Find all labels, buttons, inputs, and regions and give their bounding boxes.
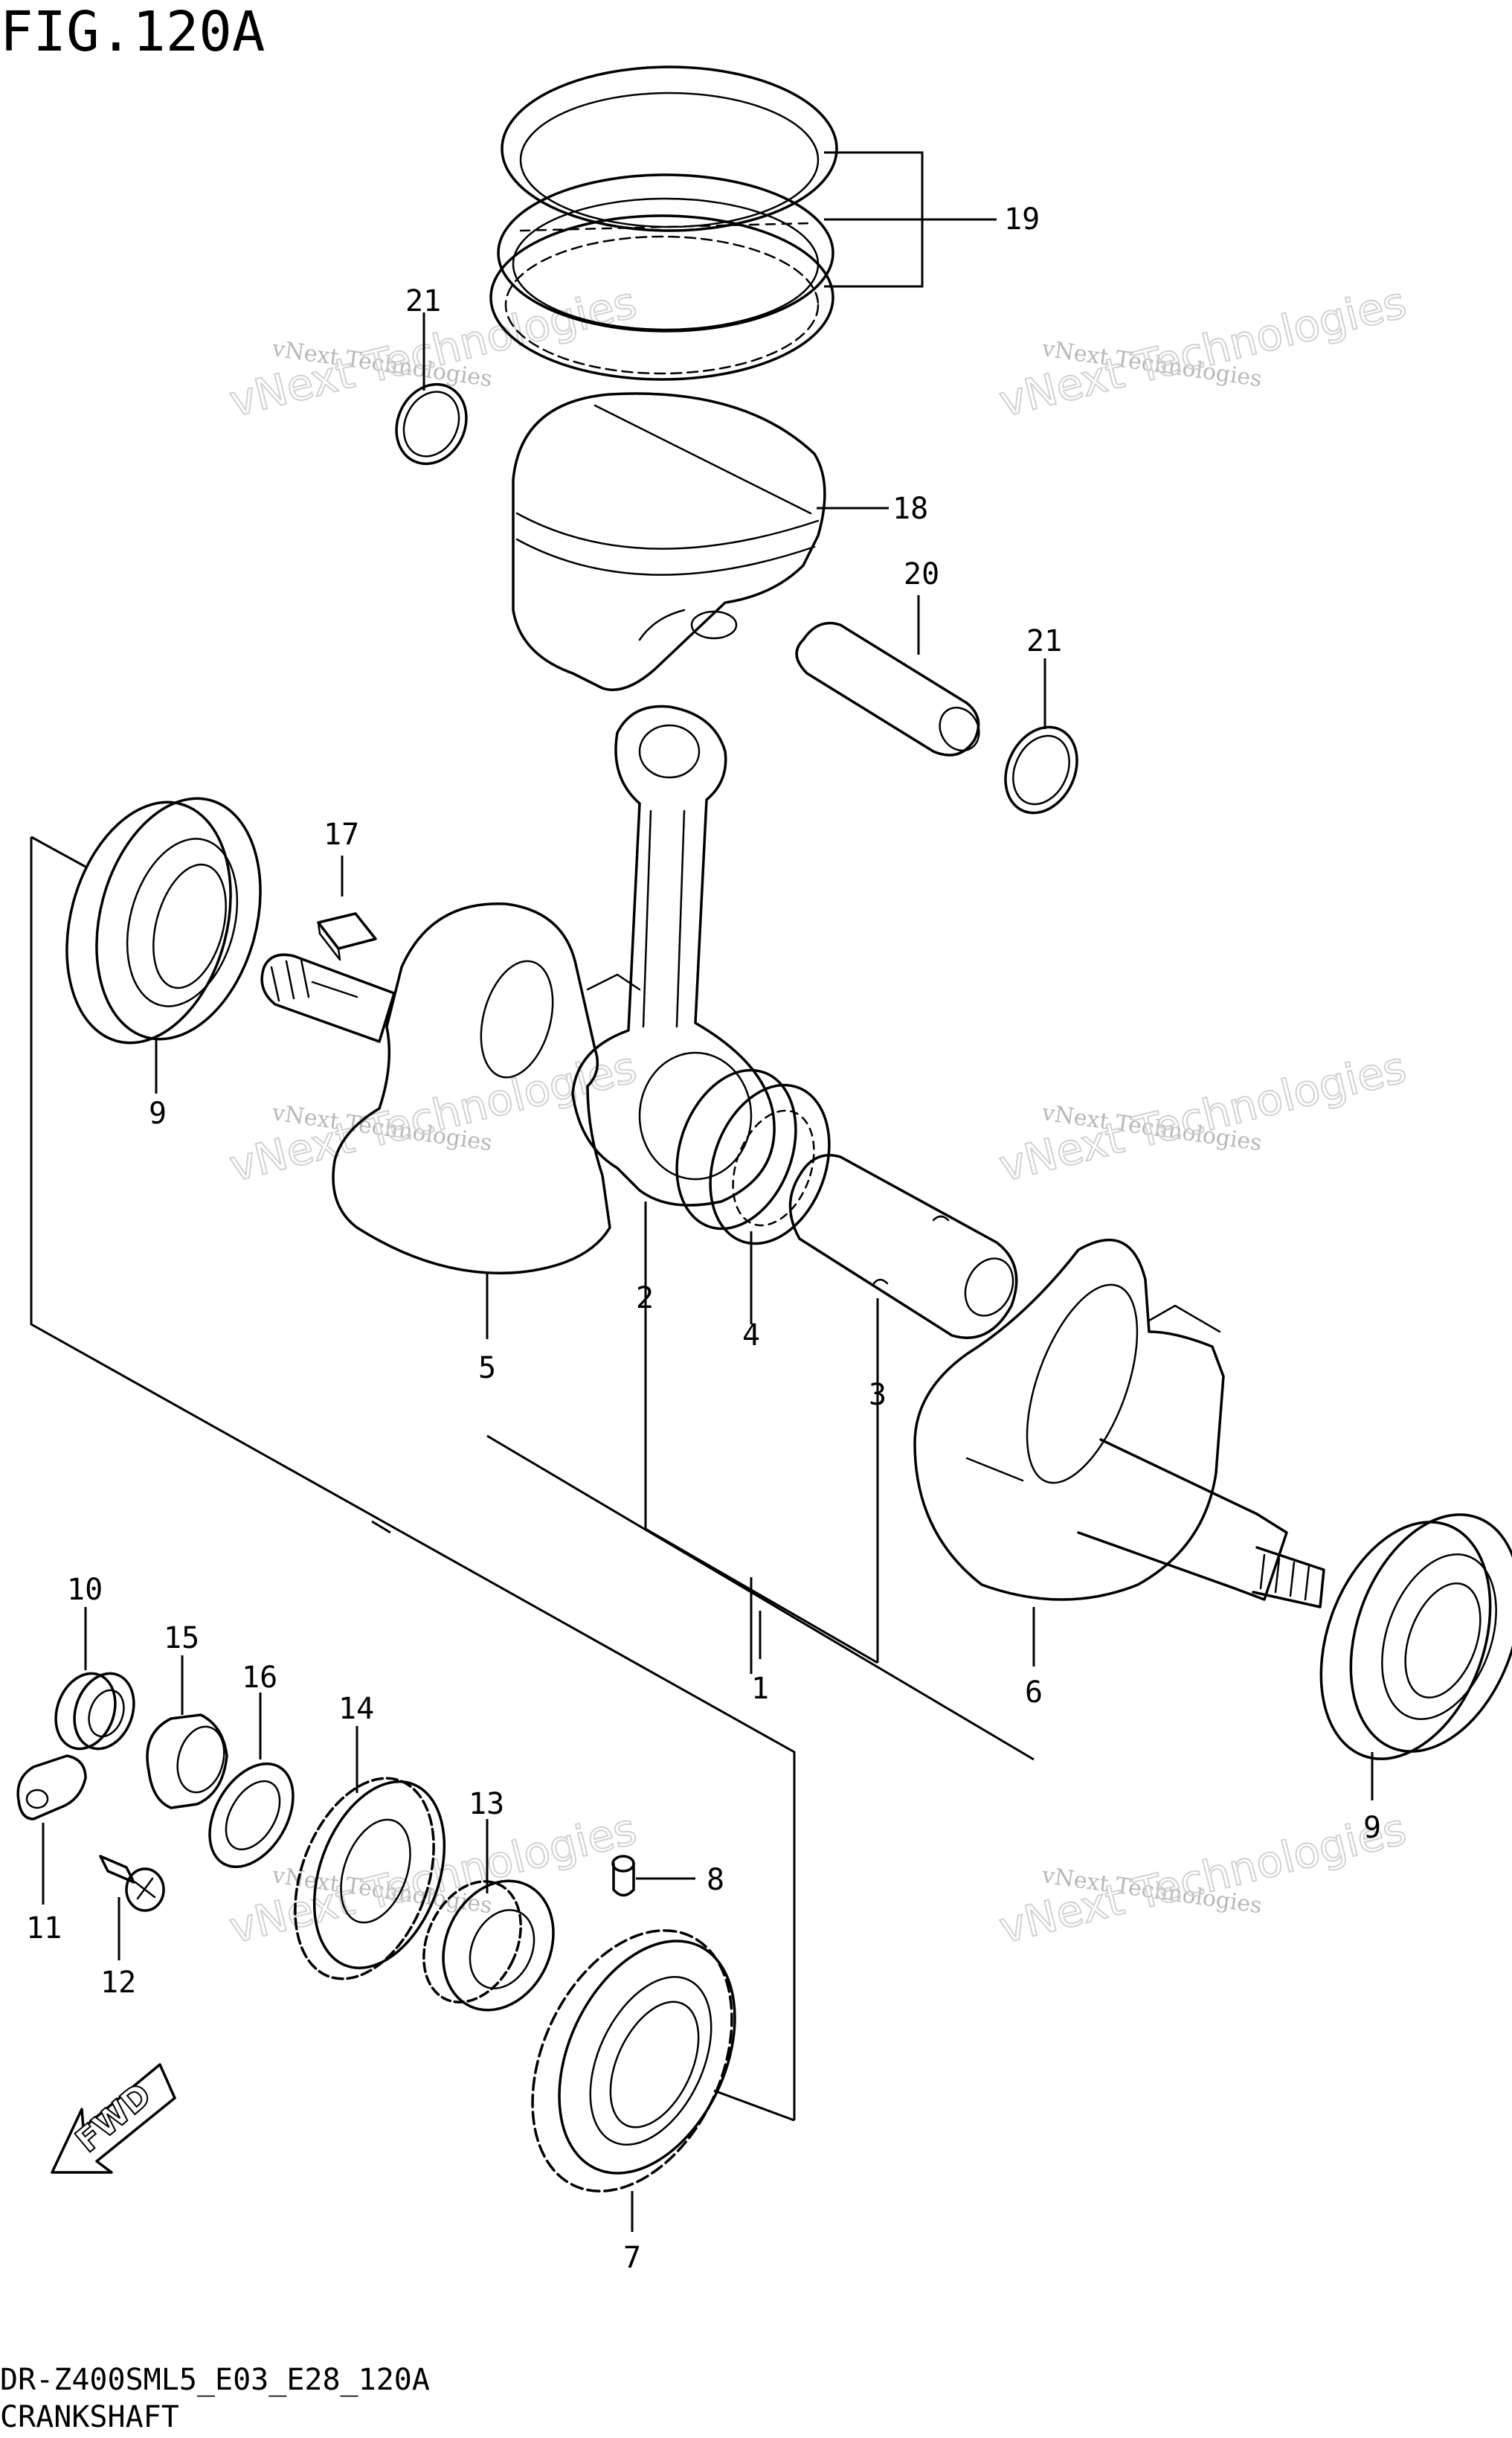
callout-12: 12: [100, 1966, 136, 2000]
leader-19: [824, 151, 997, 288]
callout-15: 15: [164, 1621, 199, 1655]
callout-5: 5: [478, 1351, 496, 1385]
callout-21-right: 21: [1026, 624, 1062, 658]
callout-19: 19: [1004, 202, 1040, 237]
piston: [512, 392, 826, 691]
crank-web-right: [913, 1238, 1325, 1608]
woodruff-key: [317, 912, 377, 961]
callout-2: 2: [636, 1281, 654, 1315]
figure-title: FIG.120A: [0, 0, 265, 64]
crankpin-bearing: [675, 1068, 831, 1245]
main-bearing-right: [1319, 1513, 1512, 1760]
callout-14: 14: [338, 1692, 374, 1726]
assembly-bracket-lines: [30, 835, 1035, 2120]
circlip-top-left: [395, 382, 468, 466]
callout-4: 4: [742, 1318, 760, 1353]
callout-6: 6: [1025, 1675, 1043, 1710]
gear-14: [294, 1777, 446, 1980]
watermark-mid-right: vNext Technologies vNext Technologies: [994, 1041, 1412, 1193]
lower-cluster-bracket: [713, 2089, 795, 2122]
model-code: DR-Z400SML5_E03_E28_120A: [0, 2363, 430, 2397]
primary-drive-gear: [531, 1929, 736, 2192]
callout-7: 7: [623, 2241, 641, 2275]
screw: [99, 1855, 165, 1912]
callout-9-left: 9: [149, 1097, 167, 1131]
watermark-bottom-right: vNext Technologies vNext Technologies: [994, 1803, 1412, 1954]
gear-13: [422, 1879, 555, 2012]
callout-18: 18: [892, 492, 928, 526]
callout-17: 17: [324, 818, 359, 852]
circlip-right: [1004, 725, 1078, 815]
fwd-arrow: FWD: [51, 2063, 176, 2174]
main-bearing-left: [65, 797, 262, 1045]
oil-seal: [54, 1672, 135, 1751]
callout-8: 8: [707, 1863, 724, 1897]
callout-20: 20: [904, 557, 939, 591]
washer: [208, 1762, 295, 1868]
callout-10: 10: [67, 1573, 103, 1607]
callout-21-top: 21: [405, 284, 441, 318]
section-name: CRANKSHAFT: [0, 2400, 179, 2434]
callout-9-right: 9: [1363, 1811, 1381, 1845]
callout-11: 11: [26, 1911, 62, 1945]
crank-pin: [788, 1154, 1018, 1339]
watermark-top-right: vNext Technologies vNext Technologies: [994, 276, 1412, 428]
retainer-plate: [16, 1754, 87, 1821]
gear-nut: [146, 1713, 228, 1809]
callout-1: 1: [751, 1672, 769, 1706]
piston-pin: [795, 621, 980, 757]
piston-rings: [489, 65, 838, 381]
callout-13: 13: [469, 1787, 504, 1821]
callout-16: 16: [242, 1661, 277, 1695]
connecting-rod: [571, 705, 776, 1207]
crank-web-left: [260, 902, 641, 1274]
callout-3: 3: [869, 1378, 887, 1412]
dowel-pin: [611, 1855, 635, 1897]
